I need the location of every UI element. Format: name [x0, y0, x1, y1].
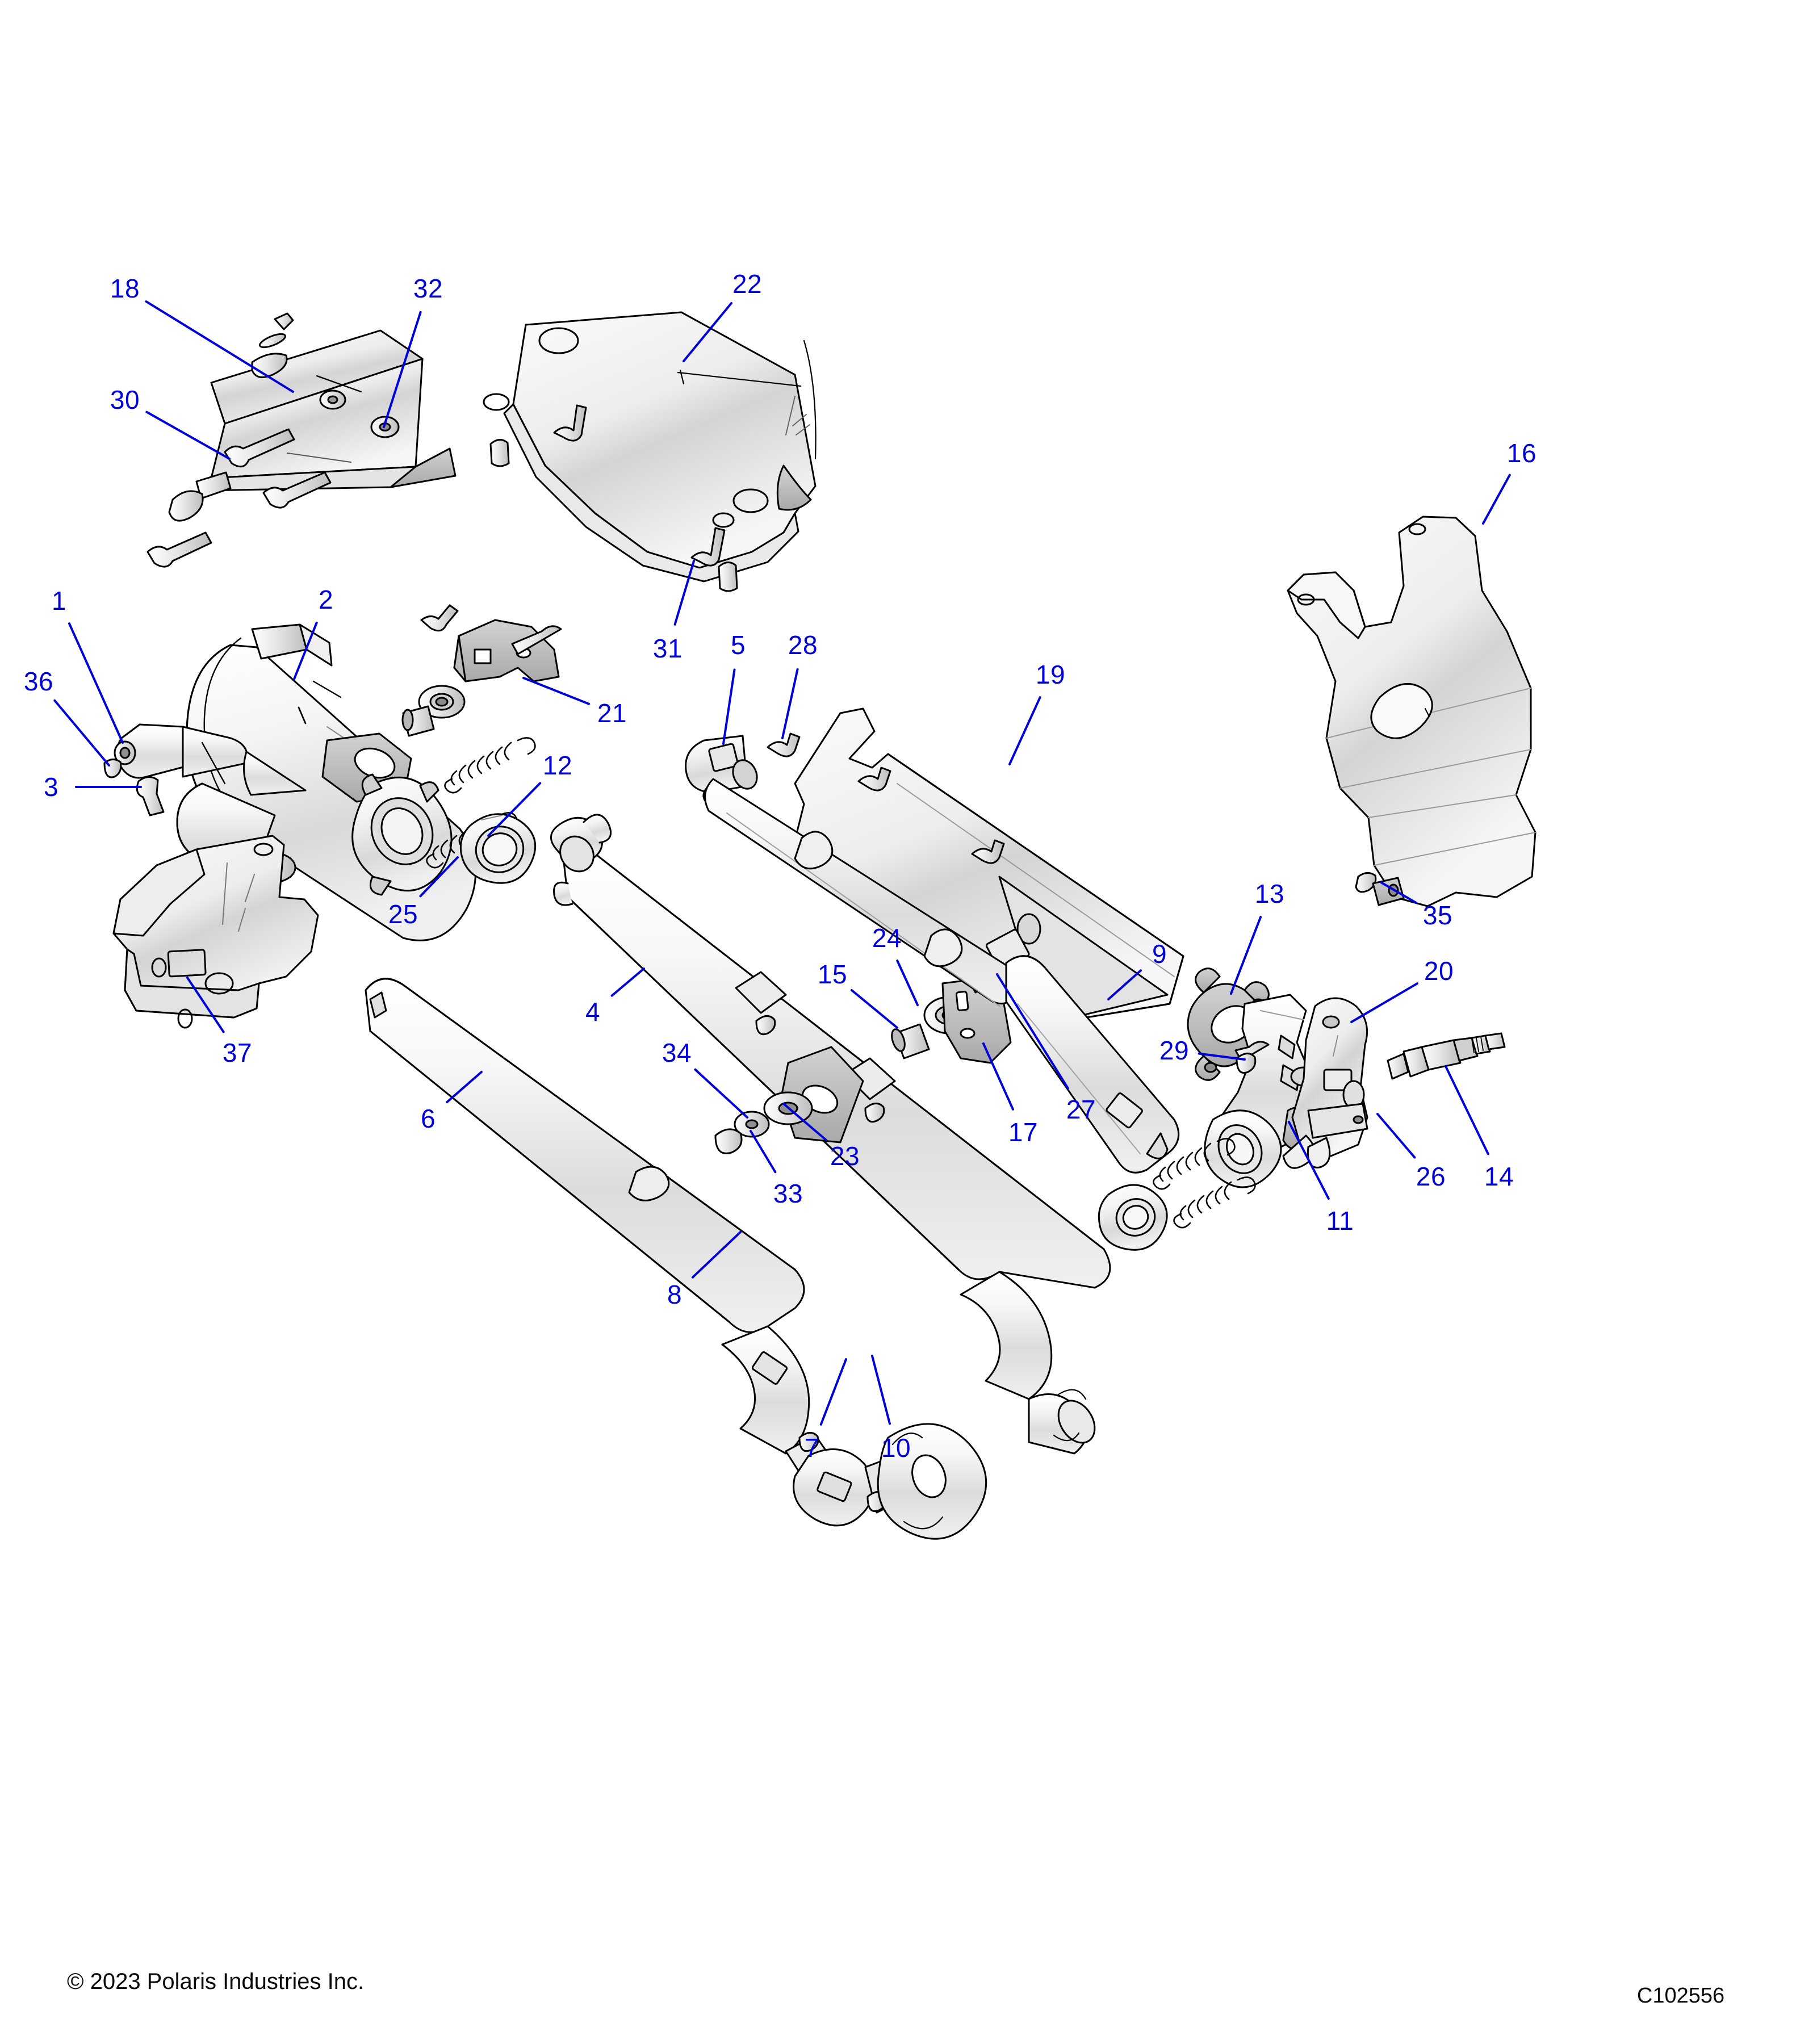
leader-line-1 [68, 622, 124, 744]
callout-number-18: 18 [110, 274, 140, 303]
leader-line-20 [1350, 982, 1419, 1023]
callout-number-6: 6 [420, 1104, 436, 1133]
leader-line-6 [446, 1071, 483, 1104]
leader-line-18 [145, 300, 294, 393]
leader-line-22 [683, 301, 733, 362]
drawing-number: C102556 [1636, 1984, 1725, 2008]
leader-line-36 [53, 699, 110, 767]
callout-number-32: 32 [413, 274, 443, 303]
part-12-seal-ring [459, 813, 537, 884]
callout-number-15: 15 [817, 960, 848, 989]
leader-line-24 [896, 960, 919, 1006]
leader-line-13 [1230, 916, 1262, 995]
leader-line-25 [419, 856, 459, 898]
callout-number-30: 30 [110, 385, 140, 414]
leader-line-27 [996, 973, 1069, 1090]
part-6-exhaust-pipe [365, 978, 805, 1333]
callout-number-16: 16 [1506, 438, 1537, 468]
seal-ring-header [1098, 1184, 1168, 1251]
leader-line-9 [1107, 969, 1142, 1000]
copyright-notice: © 2023 Polaris Industries Inc. [67, 1969, 365, 1994]
leader-line-32 [383, 311, 422, 428]
callout-number-34: 34 [662, 1038, 692, 1067]
part-1-tailpipe-tip [114, 723, 307, 796]
callout-number-3: 3 [43, 772, 59, 802]
callout-number-13: 13 [1254, 879, 1285, 908]
leader-line-8 [691, 1231, 742, 1279]
leader-line-14 [1445, 1065, 1489, 1155]
leader-line-15 [850, 989, 898, 1029]
callout-number-10: 10 [881, 1433, 911, 1463]
leader-line-35 [1380, 881, 1417, 904]
part-3-screw [136, 776, 165, 816]
leader-line-11 [1288, 1121, 1330, 1200]
part-20-header-heat-shield [1282, 997, 1368, 1169]
callout-number-31: 31 [652, 634, 683, 663]
leader-line-33 [750, 1130, 777, 1174]
leader-line-23 [782, 1103, 827, 1141]
leader-line-21 [522, 677, 591, 705]
part-8-exhaust-pipe [721, 1325, 987, 1540]
leader-line-12 [487, 782, 542, 837]
leader-line-37 [186, 977, 225, 1033]
callout-number-1: 1 [51, 586, 67, 615]
callout-number-28: 28 [788, 630, 818, 660]
leader-line-26 [1376, 1113, 1416, 1159]
part-21-bracket [401, 604, 562, 737]
leader-line-29 [1198, 1052, 1246, 1061]
hardware-cluster-18 [146, 312, 400, 568]
leader-line-17 [982, 1042, 1014, 1111]
leader-line-7 [819, 1358, 847, 1426]
leader-line-34 [694, 1068, 748, 1119]
callout-number-26: 26 [1416, 1162, 1446, 1191]
part-19-heat-shield [704, 707, 1184, 1174]
callout-number-22: 22 [732, 269, 763, 299]
part-4-exhaust-pipe [550, 814, 1111, 1455]
callout-number-19: 19 [1035, 660, 1066, 689]
callout-number-5: 5 [730, 630, 746, 660]
leader-line-2 [293, 621, 318, 680]
callout-number-33: 33 [773, 1179, 803, 1208]
leader-line-28 [781, 668, 799, 739]
leader-line-5 [722, 668, 736, 745]
callout-number-8: 8 [667, 1280, 683, 1309]
callout-number-4: 4 [585, 997, 601, 1027]
part-37-bracket [112, 835, 319, 1029]
leader-line-10 [871, 1355, 891, 1425]
springs-header [1153, 1138, 1256, 1229]
callout-number-17: 17 [1008, 1117, 1039, 1147]
hardware-cluster-22 [489, 404, 738, 592]
part-14-oxygen-sensor [1387, 1032, 1506, 1080]
callout-number-11: 11 [1326, 1206, 1354, 1235]
leader-line-30 [145, 411, 231, 460]
callout-number-20: 20 [1424, 956, 1454, 986]
callout-number-25: 25 [388, 899, 418, 929]
callout-number-2: 2 [318, 585, 334, 614]
leader-line-16 [1482, 474, 1511, 525]
callout-number-24: 24 [872, 923, 902, 953]
callout-number-21: 21 [597, 698, 627, 728]
callout-number-12: 12 [542, 751, 573, 780]
leader-line-19 [1008, 696, 1041, 765]
callout-number-23: 23 [830, 1141, 860, 1171]
part-35-clip [1355, 872, 1405, 906]
callout-number-35: 35 [1422, 900, 1453, 930]
leader-line-31 [673, 560, 695, 626]
callout-number-37: 37 [222, 1038, 253, 1067]
leader-line-4 [610, 967, 645, 997]
callout-number-36: 36 [23, 667, 54, 696]
callout-number-27: 27 [1066, 1095, 1096, 1124]
callout-number-9: 9 [1152, 939, 1167, 969]
callout-number-7: 7 [804, 1433, 820, 1463]
callout-number-14: 14 [1484, 1162, 1514, 1191]
part-16-heat-shield [1287, 516, 1537, 907]
part-22-heat-shield [483, 311, 817, 583]
callout-number-29: 29 [1159, 1036, 1190, 1065]
